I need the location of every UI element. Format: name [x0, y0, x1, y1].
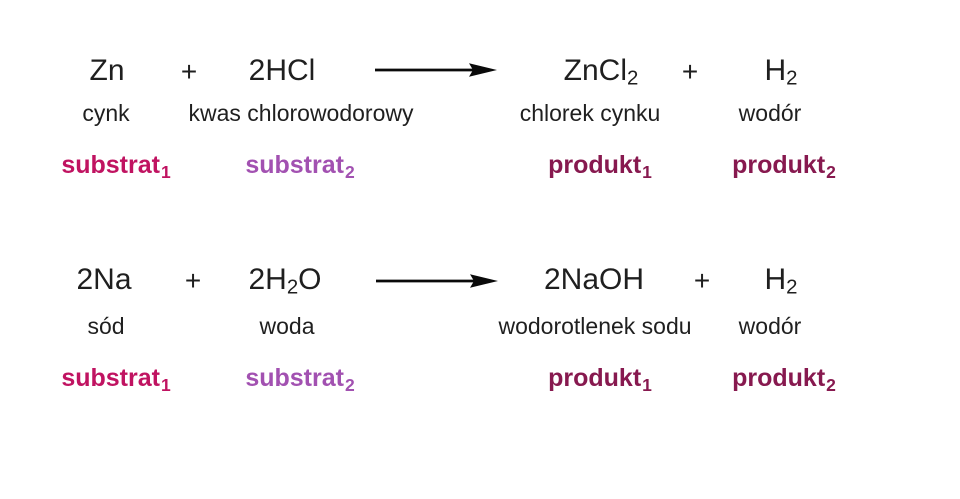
- formula-text: 2HCl: [248, 54, 316, 87]
- reaction1-product2-name: wodór: [738, 100, 802, 126]
- reaction1-reactant2-name: kwas chlorowodorowy: [188, 100, 414, 126]
- role-subscript: 2: [826, 161, 836, 182]
- reaction1-substrat2-label: substrat2: [245, 151, 354, 181]
- formula-text: 2Na: [76, 263, 132, 296]
- reaction2-substrat2-label: substrat2: [245, 364, 354, 394]
- reaction2-reactant2-name: woda: [259, 313, 315, 339]
- formula-subscript: 2: [786, 67, 798, 90]
- reaction2-product1-name: wodorotlenek sodu: [498, 313, 692, 339]
- role-text: produkt: [732, 364, 826, 392]
- reaction2-reactant2-formula: 2H2O: [248, 263, 322, 299]
- role-subscript: 1: [642, 374, 652, 395]
- formula-text: ZnCl: [563, 54, 627, 87]
- reaction2-product2-name: wodór: [738, 313, 802, 339]
- role-text: substrat: [245, 151, 344, 179]
- plus-sign: +: [184, 265, 202, 296]
- role-subscript: 1: [160, 374, 171, 395]
- reaction1-reactant1-formula: Zn: [89, 56, 124, 86]
- role-subscript: 1: [642, 161, 652, 182]
- role-text: produkt: [548, 151, 642, 179]
- plus-sign: +: [180, 56, 198, 87]
- reaction1-produkt2-label: produkt2: [732, 151, 836, 181]
- reaction1-substrat1-label: substrat1: [61, 151, 170, 181]
- reaction-arrow-right-icon: [375, 63, 497, 77]
- formula-text: 2H: [248, 263, 287, 296]
- reaction2-product1-formula: 2NaOH: [544, 265, 644, 295]
- role-subscript: 2: [344, 374, 355, 395]
- reaction2-reactant1-name: sód: [87, 313, 125, 339]
- role-subscript: 2: [344, 161, 355, 182]
- reaction1-reactant2-formula: 2HCl: [249, 56, 316, 86]
- reaction1-product2-formula: H2: [764, 54, 798, 90]
- role-text: substrat: [245, 364, 344, 392]
- formula-subscript: 2: [627, 67, 639, 90]
- formula-subscript: 2: [286, 276, 299, 299]
- plus-sign: +: [681, 56, 699, 87]
- role-text: substrat: [61, 364, 160, 392]
- formula-text: 2NaOH: [543, 263, 645, 296]
- reaction2-produkt1-label: produkt1: [548, 364, 652, 394]
- reaction1-product1-formula: ZnCl2: [563, 54, 639, 90]
- role-text: substrat: [61, 151, 160, 179]
- formula-text: H: [764, 54, 787, 87]
- role-subscript: 2: [826, 374, 836, 395]
- reaction1-produkt1-label: produkt1: [548, 151, 652, 181]
- formula-text: H: [764, 263, 787, 296]
- formula-text: O: [298, 263, 322, 296]
- formula-text: Zn: [89, 54, 125, 87]
- reaction2-product2-formula: H2: [764, 263, 798, 299]
- role-text: produkt: [732, 151, 826, 179]
- reaction1-product1-name: chlorek cynku: [519, 100, 661, 126]
- role-text: produkt: [548, 364, 642, 392]
- reaction-arrow-right-icon: [376, 274, 498, 288]
- reaction1-reactant1-name: cynk: [82, 100, 130, 126]
- role-subscript: 1: [160, 161, 171, 182]
- reaction2-substrat1-label: substrat1: [61, 364, 170, 394]
- formula-subscript: 2: [786, 276, 798, 299]
- plus-sign: +: [693, 265, 711, 296]
- reaction2-produkt2-label: produkt2: [732, 364, 836, 394]
- reaction2-reactant1-formula: 2Na: [76, 265, 131, 295]
